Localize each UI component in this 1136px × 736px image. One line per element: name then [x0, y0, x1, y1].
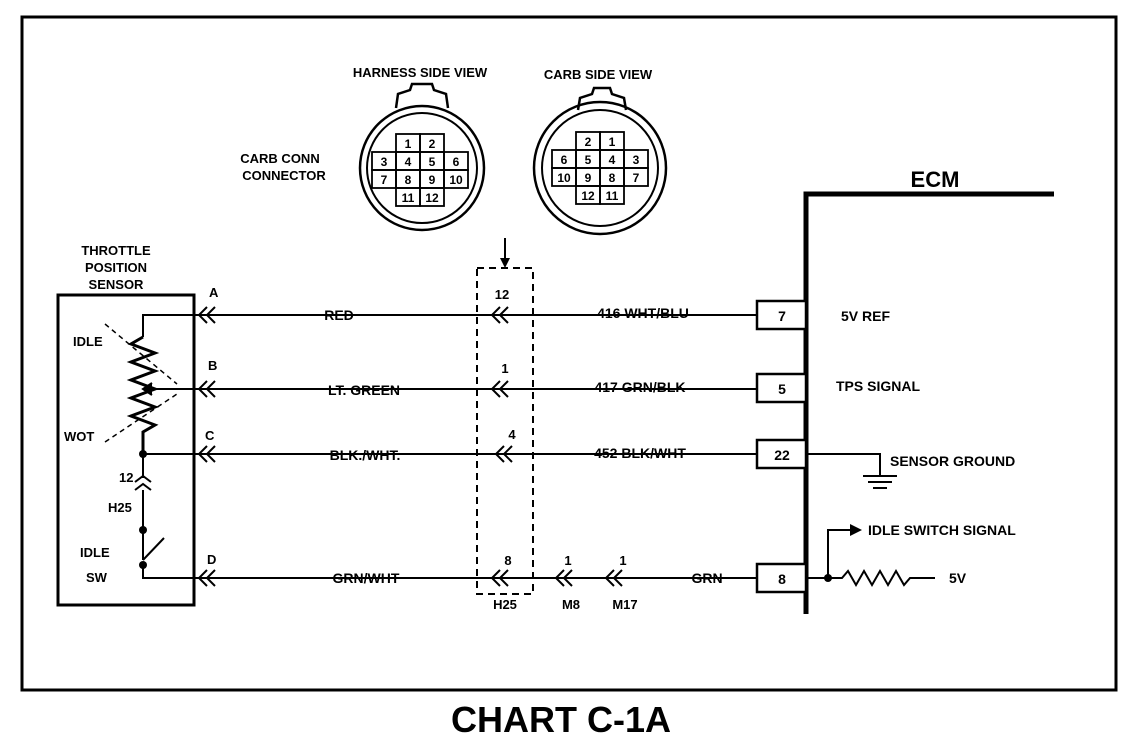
carb-side-connector: 2 1 6 5 4 3 10 9 8 7 12 11 [532, 86, 668, 236]
inline-connector-label: H25 [108, 500, 132, 515]
carb-pin: 6 [561, 153, 568, 167]
harness-pin: 12 [425, 191, 439, 205]
wire-label: LT. GREEN [328, 382, 400, 398]
ecm-wire-label: GRN [691, 570, 722, 586]
ecm-wire-label: 416 WHT/BLU [597, 305, 689, 321]
harness-pin: 2 [429, 137, 436, 151]
harness-pin: 3 [381, 155, 388, 169]
diagram-border [20, 15, 1118, 692]
harness-pin: 7 [381, 173, 388, 187]
ecm-label: ECM [911, 167, 960, 192]
wire-label: RED [324, 307, 354, 323]
carb-pin: 11 [606, 189, 619, 203]
harness-pin: 9 [429, 173, 436, 187]
wire-label: GRN/WHT [333, 570, 400, 586]
circuit-wires [197, 314, 757, 579]
harness-pin: 5 [429, 155, 436, 169]
switch-contact-dot [139, 526, 147, 534]
switch-contact-dot [139, 561, 147, 569]
carb-conn-label-line2: CONNECTOR [242, 168, 326, 183]
ecm-pin-number: 5 [778, 381, 786, 397]
h25-connector-box [476, 267, 534, 595]
h25-pin-number: 8 [504, 553, 511, 568]
ecm-pin-boxes [755, 299, 808, 594]
h25-chevrons [490, 306, 623, 587]
terminal-letter: D [207, 552, 216, 567]
harness-pin: 10 [449, 173, 463, 187]
tps-label-line1: THROTTLE [81, 243, 151, 258]
carb-pin: 12 [581, 189, 595, 203]
carb-pin: 9 [585, 171, 592, 185]
ecm-outline [803, 191, 1054, 614]
pullup-voltage-label: 5V [949, 570, 967, 586]
terminal-letter: C [205, 428, 215, 443]
harness-pin: 6 [453, 155, 460, 169]
carb-view-label: CARB SIDE VIEW [544, 67, 653, 82]
idle-switch-sw-label: SW [86, 570, 108, 585]
ecm-function-label: TPS SIGNAL [836, 378, 920, 394]
terminal-chevrons [197, 306, 216, 587]
h25-pin-number: 1 [501, 361, 508, 376]
idle-position-label: IDLE [73, 334, 103, 349]
h25-pointer-arrowhead [500, 258, 510, 268]
carb-pin: 1 [609, 135, 616, 149]
harness-pin: 4 [405, 155, 412, 169]
ground-icon [806, 453, 897, 489]
harness-view-label: HARNESS SIDE VIEW [353, 65, 488, 80]
ecm-function-label: 5V REF [841, 308, 890, 324]
carb-pin: 8 [609, 171, 616, 185]
tps-label-line3: SENSOR [89, 277, 145, 292]
tps-internal-circuit [104, 314, 197, 579]
ecm-pin-number: 22 [774, 447, 790, 463]
signal-junction-dot [824, 574, 832, 582]
wire-label: BLK./WHT. [330, 447, 401, 463]
carb-pin: 7 [633, 171, 640, 185]
h25-connector-label: H25 [493, 597, 517, 612]
carb-pin: 4 [609, 153, 616, 167]
tps-junction-dot [139, 450, 147, 458]
tps-label-line2: POSITION [85, 260, 147, 275]
h25-pin-number: 4 [508, 427, 516, 442]
tps-sensor-box [56, 293, 196, 607]
m17-connector-label: M17 [612, 597, 637, 612]
ecm-function-label: IDLE SWITCH SIGNAL [868, 522, 1016, 538]
ecm-function-label: SENSOR GROUND [890, 453, 1015, 469]
wot-position-label: WOT [64, 429, 94, 444]
inline-pin-label: 12 [119, 470, 133, 485]
m8-pin-number: 1 [564, 553, 571, 568]
carb-pin: 3 [633, 153, 640, 167]
carb-pin: 10 [557, 171, 571, 185]
chart-title: CHART C-1A [451, 699, 671, 736]
idle-switch-label: IDLE [80, 545, 110, 560]
terminal-letter: A [209, 285, 219, 300]
m8-connector-label: M8 [562, 597, 580, 612]
ecm-pin-number: 7 [778, 308, 786, 324]
carb-conn-label-line1: CARB CONN [240, 151, 319, 166]
signal-arrow-icon [850, 524, 862, 536]
ecm-wire-label: 417 GRN/BLK [594, 379, 685, 395]
m17-pin-number: 1 [619, 553, 626, 568]
harness-pin: 1 [405, 137, 412, 151]
ecm-wire-label: 452 BLK/WHT [594, 445, 686, 461]
harness-side-connector: 1 2 3 4 5 6 7 8 9 10 11 12 [358, 82, 486, 232]
carb-pin: 5 [585, 153, 592, 167]
harness-pin: 8 [405, 173, 412, 187]
harness-pin: 11 [402, 191, 415, 205]
h25-pin-number: 12 [495, 287, 509, 302]
carb-pin: 2 [585, 135, 592, 149]
ecm-pin-number: 8 [778, 571, 786, 587]
terminal-letter: B [208, 358, 217, 373]
